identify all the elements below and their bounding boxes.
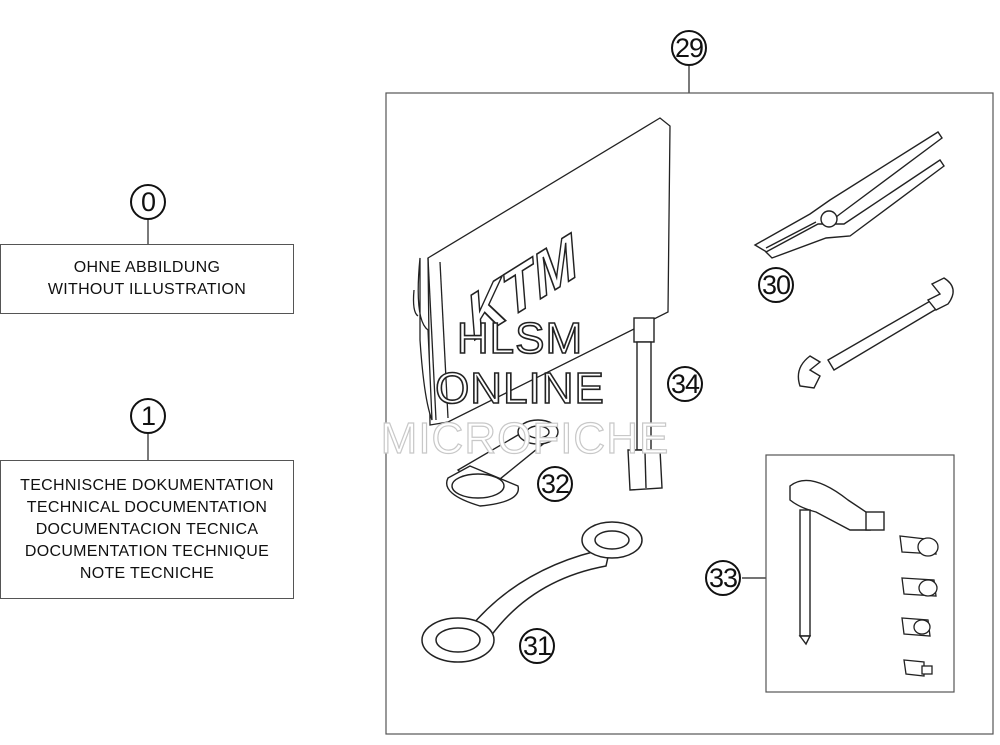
- box-spanner-small-illustration: [446, 419, 559, 507]
- socket-extension-illustration: [627, 317, 663, 491]
- callout-0[interactable]: 0: [130, 184, 166, 220]
- pliers-illustration: [753, 131, 945, 259]
- without-illustration-note: OHNE ABBILDUNG WITHOUT ILLUSTRATION: [0, 244, 294, 314]
- note-line: DOCUMENTATION TECHNIQUE: [24, 542, 270, 560]
- ring-spanner-illustration: [421, 521, 643, 663]
- torx-kit-frame: [765, 454, 955, 693]
- tool-bag-illustration: [412, 117, 671, 426]
- note-line: NOTE TECNICHE: [79, 564, 215, 582]
- callout-34[interactable]: 34: [667, 366, 703, 402]
- callout-29[interactable]: 29: [671, 30, 707, 66]
- callout-31[interactable]: 31: [519, 628, 555, 664]
- callout-33[interactable]: 33: [705, 560, 741, 596]
- documentation-note: TECHNISCHE DOKUMENTATION TECHNICAL DOCUM…: [0, 460, 294, 599]
- callout-32[interactable]: 32: [537, 466, 573, 502]
- note-line: DOCUMENTACION TECNICA: [35, 520, 259, 538]
- torx-bits-illustration: [899, 535, 939, 677]
- note-line: OHNE ABBILDUNG: [73, 259, 221, 276]
- tool-kit-frame: [385, 92, 994, 735]
- note-line: TECHNICAL DOCUMENTATION: [26, 498, 268, 516]
- note-line: WITHOUT ILLUSTRATION: [47, 281, 247, 298]
- callout-1[interactable]: 1: [130, 398, 166, 434]
- open-end-wrench-illustration: [797, 277, 954, 389]
- t-handle-torx-illustration: [789, 479, 885, 646]
- note-line: TECHNISCHE DOKUMENTATION: [20, 476, 274, 494]
- callout-30[interactable]: 30: [758, 267, 794, 303]
